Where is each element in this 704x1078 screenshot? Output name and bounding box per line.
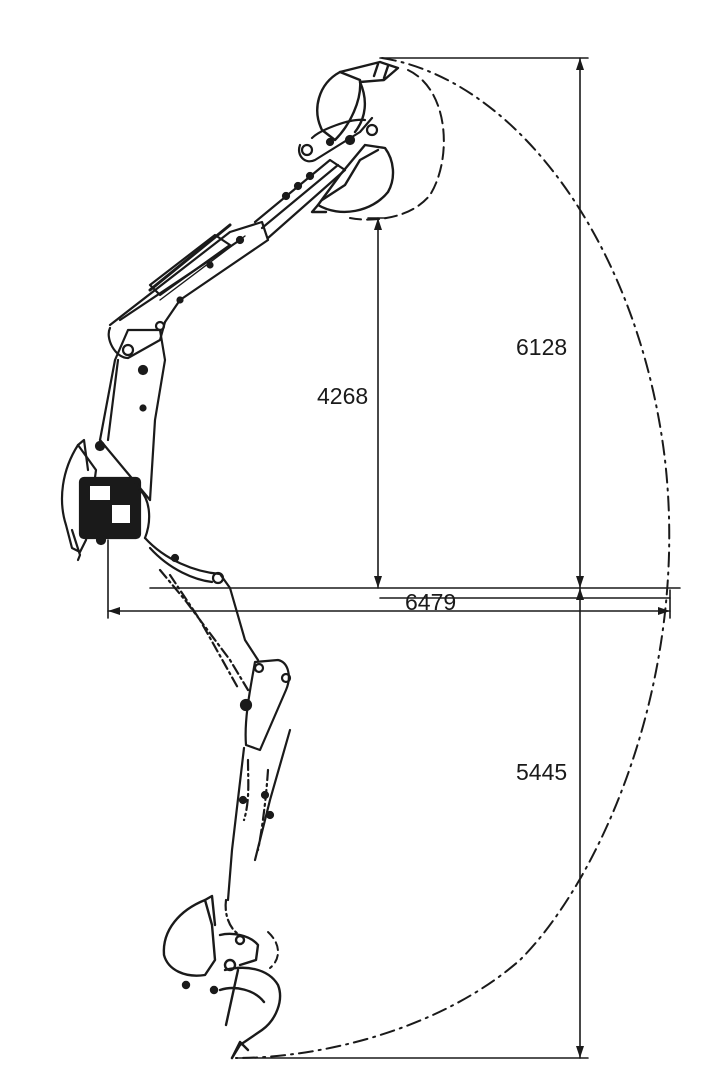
bucket-swing-arc-bottom — [267, 931, 279, 969]
boom-lowered — [143, 536, 292, 937]
dimension-arrowheads — [108, 58, 670, 1058]
bucket-bottom — [162, 894, 282, 1060]
dimension-label-max-reach-height: 6128 — [515, 334, 569, 360]
bucket-swing-arc-top — [349, 69, 445, 221]
dimension-label-max-dig-depth: 5445 — [515, 759, 569, 785]
dimension-lines — [107, 57, 681, 1059]
boom-raised — [94, 116, 379, 502]
bucket-top — [310, 60, 400, 214]
reach-envelope-arc — [235, 57, 671, 1059]
dimension-label-max-reach-distance: 6479 — [405, 589, 457, 615]
dimension-label-max-dump-height: 4268 — [316, 383, 370, 409]
machine-body — [60, 438, 151, 562]
